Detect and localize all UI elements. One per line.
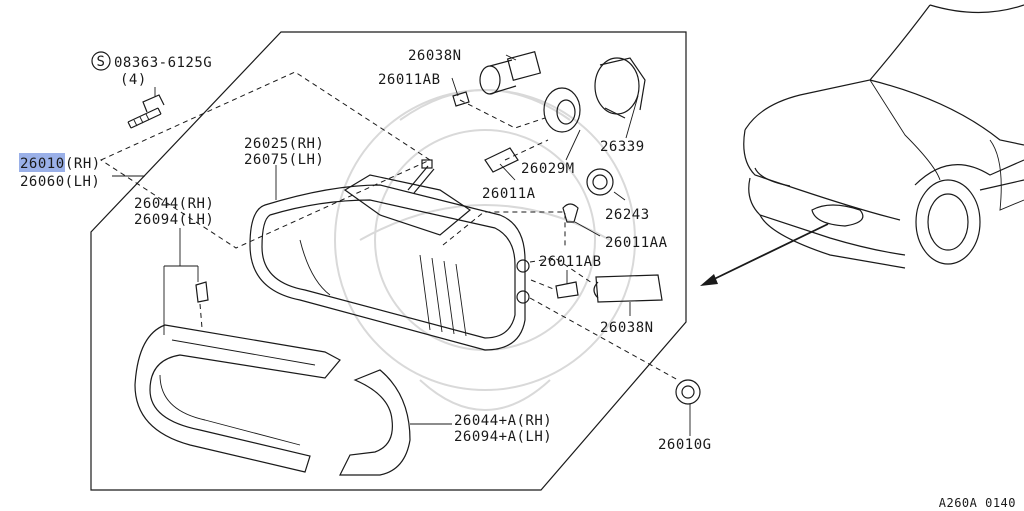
bezel-callout[interactable]: 26044(RH) 26094(LH) xyxy=(134,196,214,228)
assembly-frame xyxy=(90,31,687,491)
label-26038n-bottom[interactable]: 26038N xyxy=(600,320,654,336)
leader-lines xyxy=(112,54,691,436)
screw-callout[interactable]: S 08363-6125G (4) xyxy=(91,51,212,88)
label-bezel-lh: 26094(LH) xyxy=(134,212,214,228)
direction-arrow xyxy=(700,223,829,286)
headlamp-housing xyxy=(249,159,530,351)
assembly-paths xyxy=(442,99,679,381)
label-bezel-a-rh: 26044+A(RH) xyxy=(454,413,552,429)
label-headlamp-lh[interactable]: 26060(LH) xyxy=(20,174,100,190)
label-bezel-a-lh: 26094+A(LH) xyxy=(454,429,552,445)
label-26010g[interactable]: 26010G xyxy=(658,437,712,453)
screw-symbol: S xyxy=(97,54,106,70)
housing-callout[interactable]: 26025(RH) 26075(LH) xyxy=(244,136,324,168)
label-26038n-top[interactable]: 26038N xyxy=(408,48,462,64)
label-housing-rh: 26025(RH) xyxy=(244,136,324,152)
label-26011a[interactable]: 26011A xyxy=(482,186,536,202)
label-bezel-rh: 26044(RH) xyxy=(134,196,214,212)
label-26011ab-top[interactable]: 26011AB xyxy=(378,72,441,88)
bezel-26044-A xyxy=(339,369,411,476)
label-screw-part: 08363-6125G xyxy=(114,55,212,71)
clip-fastener xyxy=(195,281,209,329)
mounting-outline xyxy=(99,71,432,249)
label-26029m[interactable]: 26029M xyxy=(521,161,575,177)
vehicle-illustration xyxy=(743,4,1024,269)
label-headlamp-rh-suffix: (RH) xyxy=(65,156,101,172)
label-26243[interactable]: 26243 xyxy=(605,207,650,223)
label-26339[interactable]: 26339 xyxy=(600,139,645,155)
watermark-emblem xyxy=(334,89,636,411)
figure-code: A260A 0140 xyxy=(939,496,1016,510)
label-screw-qty: (4) xyxy=(120,72,147,88)
label-26011ab-mid[interactable]: 26011AB xyxy=(539,254,602,270)
bezel-a-callout[interactable]: 26044+A(RH) 26094+A(LH) xyxy=(454,413,552,445)
headlamp-callout[interactable]: 26010 (RH) 26060(LH) xyxy=(20,156,101,190)
label-headlamp-rh-code[interactable]: 26010 xyxy=(20,156,65,172)
bulb-parts xyxy=(452,51,701,405)
screw-08363-6125G xyxy=(127,87,165,129)
highlight-box xyxy=(19,153,65,172)
label-housing-lh: 26075(LH) xyxy=(244,152,324,168)
bezel-26044 xyxy=(134,324,341,473)
screw-symbol-icon xyxy=(91,51,111,71)
label-26011aa[interactable]: 26011AA xyxy=(605,235,668,251)
